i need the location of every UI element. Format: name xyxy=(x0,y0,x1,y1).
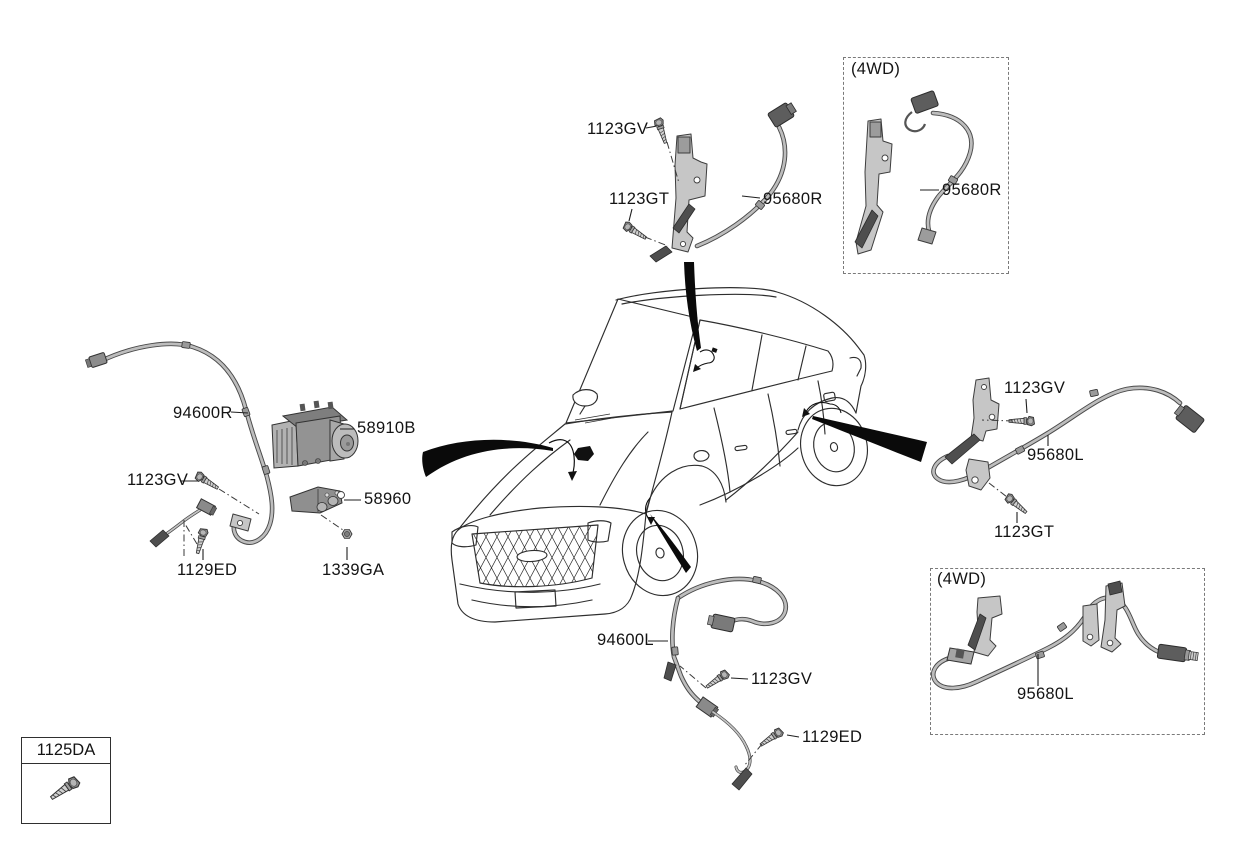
legend-part-number: 1125DA xyxy=(22,738,110,764)
part-label-58960: 58960 xyxy=(364,490,412,508)
variant-box-rear-4wd xyxy=(930,568,1205,735)
bolt-icon xyxy=(703,668,731,692)
part-label-1129ed-bottom: 1129ED xyxy=(802,728,863,746)
variant-tag-rear-4wd: (4WD) xyxy=(937,570,987,588)
arrow-bottom-cable xyxy=(650,514,691,573)
part-label-94600l: 94600L xyxy=(597,631,654,649)
part-label-95680r-4wd: 95680R xyxy=(942,181,1002,199)
variant-tag-front-4wd: (4WD) xyxy=(851,60,901,78)
front-right-sensor-group xyxy=(621,102,797,263)
arrow-top-sensor xyxy=(684,262,701,351)
part-label-95680l: 95680L xyxy=(1027,446,1084,464)
bolt-icon xyxy=(621,220,649,243)
bolt-icon xyxy=(1003,491,1030,517)
module-bracket-illustration xyxy=(289,486,345,514)
bolt-icon xyxy=(757,726,785,750)
part-label-94600r: 94600R xyxy=(173,404,233,422)
part-label-58910b: 58910B xyxy=(357,419,416,437)
part-label-1129ed-left: 1129ED xyxy=(177,561,238,579)
hydraulic-module-illustration xyxy=(271,400,359,469)
part-label-1123gv-right: 1123GV xyxy=(1004,379,1066,397)
hydraulic-unit-rh-group xyxy=(84,341,361,560)
part-label-1123gv-left: 1123GV xyxy=(127,471,189,489)
bolt-icon xyxy=(652,116,671,145)
part-label-1123gt-front: 1123GT xyxy=(609,190,670,208)
part-label-95680r: 95680R xyxy=(763,190,823,208)
module-location-marker xyxy=(574,446,594,461)
arrow-right-sensor xyxy=(812,416,927,462)
part-label-1123gv-bottom: 1123GV xyxy=(751,670,813,688)
brand-badge xyxy=(516,549,548,563)
bolt-icon xyxy=(47,774,82,804)
part-label-95680l-4wd: 95680L xyxy=(1017,685,1074,703)
rear-left-sensor-group xyxy=(931,377,1205,523)
front-right-sensor-4wd-group xyxy=(854,90,974,255)
part-label-1339ga: 1339GA xyxy=(322,561,385,579)
front-left-cable-group xyxy=(648,575,800,791)
nut-icon xyxy=(341,529,353,539)
part-label-1123gt-right: 1123GT xyxy=(994,523,1055,541)
rear-left-sensor-4wd-group xyxy=(930,580,1199,691)
part-label-1123gv-front-upper: 1123GV xyxy=(587,120,649,138)
vehicle-illustration xyxy=(450,287,868,623)
legend-box: 1125DA xyxy=(21,737,111,824)
pointer-arrows xyxy=(422,262,927,573)
variant-box-front-4wd xyxy=(843,57,1009,274)
arrow-left-module xyxy=(422,439,553,477)
